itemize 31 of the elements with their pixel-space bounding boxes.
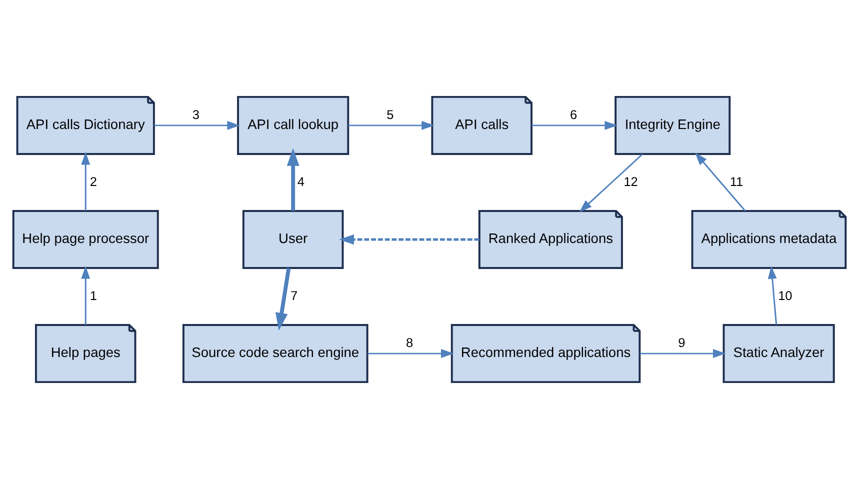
edge-label: 2 [90, 173, 98, 188]
arrow [694, 152, 746, 211]
edge-label: 11 [730, 173, 744, 188]
edge-label: 5 [386, 106, 394, 122]
node-box: API call lookup [237, 95, 350, 154]
arrow [339, 234, 480, 244]
edge-label: 7 [290, 287, 298, 302]
arrow [579, 153, 643, 212]
arrow [368, 348, 454, 358]
arrow [154, 120, 240, 130]
edge-label: 9 [678, 334, 686, 350]
edge-label: 10 [778, 287, 792, 302]
arrow [640, 348, 726, 358]
arrow [768, 265, 778, 324]
arrow [286, 148, 300, 210]
edge-label: 6 [570, 106, 578, 122]
node-box: Source code search engine [182, 324, 368, 383]
arrow [81, 151, 90, 210]
node-box: Static Analyzer [722, 324, 835, 383]
edge-label: 1 [90, 287, 98, 302]
edge-label: 3 [192, 106, 200, 122]
node-box: Help page processor [12, 210, 159, 268]
arrow [532, 120, 618, 130]
arrow [348, 120, 434, 130]
node-box: User [242, 210, 344, 268]
arrow [81, 265, 90, 324]
edge-label: 12 [624, 173, 638, 188]
edge-label: 4 [297, 173, 304, 188]
edge-label: 8 [406, 334, 414, 350]
arrow [275, 267, 291, 330]
node-box: Integrity Engine [614, 95, 731, 154]
